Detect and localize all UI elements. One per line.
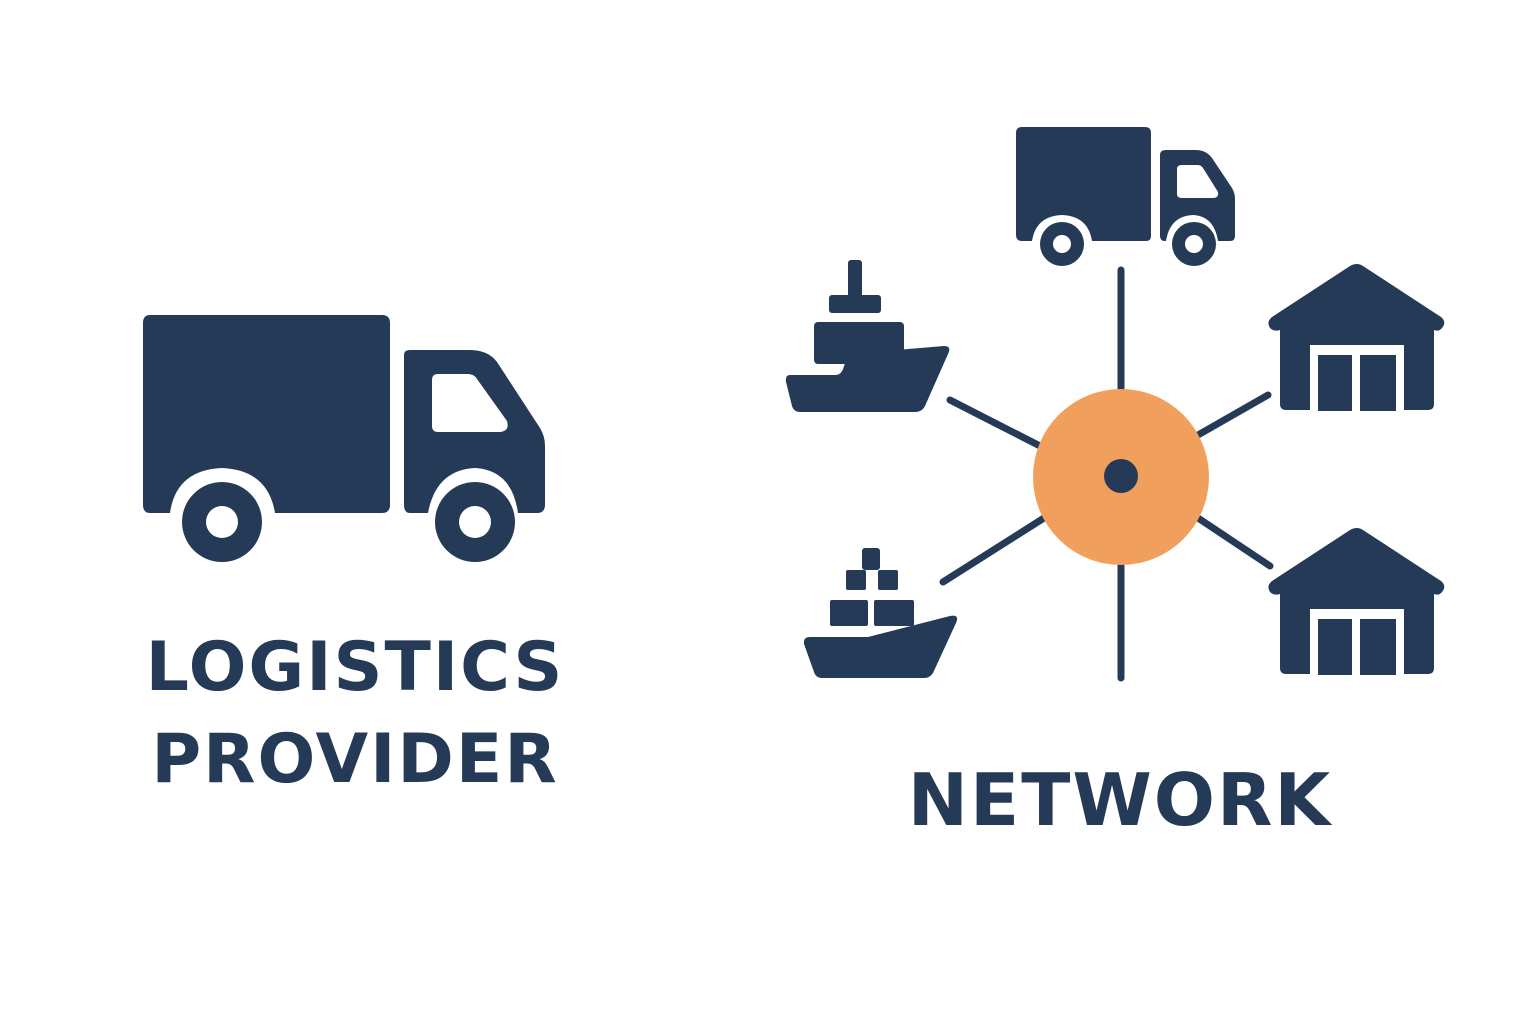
network-spokes xyxy=(939,266,1274,682)
network-label: NETWORK xyxy=(907,758,1333,842)
hub-node-icon xyxy=(1033,389,1209,565)
truck-icon xyxy=(1016,127,1235,266)
label-line-1: LOGISTICS xyxy=(145,628,565,707)
warehouse-icon xyxy=(1268,528,1445,675)
logistics-provider-label: LOGISTICS PROVIDER xyxy=(90,622,620,806)
delivery-truck-icon xyxy=(143,315,545,562)
spoke-to-warehouse-bottom xyxy=(1194,514,1274,570)
label-line-2: PROVIDER xyxy=(151,720,559,799)
spoke-to-ship-bottom xyxy=(939,514,1048,586)
spoke-to-ship-top xyxy=(946,396,1044,450)
ship-icon xyxy=(803,548,958,678)
spoke-to-warehouse-top xyxy=(1194,391,1272,439)
ship-icon xyxy=(785,260,950,412)
warehouse-icon xyxy=(1268,264,1445,411)
